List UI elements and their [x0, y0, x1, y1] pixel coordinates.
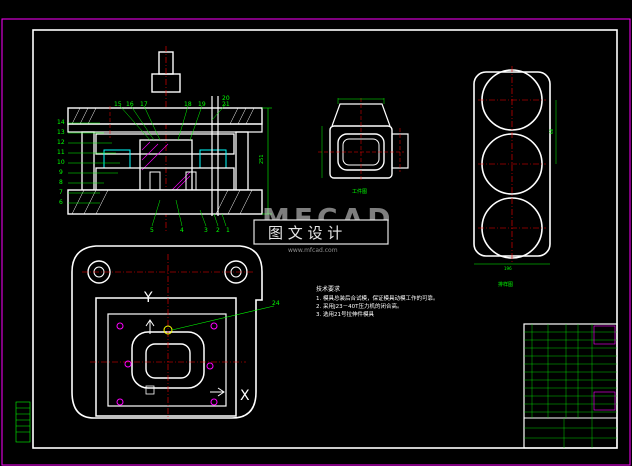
part-no-7: 7	[59, 189, 63, 196]
part-no-20: 20	[222, 95, 230, 102]
y-axis-arrow	[145, 319, 155, 334]
part-no-13: 13	[57, 129, 65, 136]
die-base-outline	[71, 245, 263, 419]
watermark-url: www.mfcad.com	[288, 247, 338, 254]
watermark: MFCAD 图 文 设 计 www.mfcad.com	[253, 202, 390, 254]
part-no-18: 18	[184, 101, 192, 108]
part-no-15: 15	[114, 101, 122, 108]
part-no-9: 9	[59, 169, 63, 176]
callout-number: 24	[272, 300, 280, 307]
sheet-outer-border	[1, 18, 631, 466]
tech-req-title: 技术要求	[316, 285, 340, 293]
technical-requirements: 技术要求 1. 模具总装后合试模，保证模具动模工作的可靠。 2. 采用J23－4…	[316, 285, 439, 318]
workpiece-label: 工件图	[352, 188, 367, 195]
binding-strip	[15, 401, 31, 443]
drawing-frame	[32, 29, 618, 449]
part-no-8: 8	[59, 179, 63, 186]
lower-plate	[67, 189, 263, 215]
watermark-text: 图 文 设 计	[268, 224, 342, 242]
tech-req-item: 1. 模具总装后合试模，保证模具动模工作的可靠。	[316, 294, 439, 302]
part-no-2: 2	[216, 227, 220, 234]
part-no-17: 17	[140, 101, 148, 108]
tech-req-item: 2. 采用J23－40T压力机的闭合高。	[316, 302, 402, 310]
part-no-10: 10	[57, 159, 65, 166]
part-no-14: 14	[57, 119, 65, 126]
part-no-1: 1	[226, 227, 230, 234]
part-no-6: 6	[59, 199, 63, 206]
blank-layout-view: 68 196 排样图	[473, 66, 557, 288]
part-no-21: 21	[222, 101, 230, 108]
plan-view: Y X 24	[71, 245, 280, 420]
part-no-3: 3	[204, 227, 208, 234]
tech-req-item: 3. 选用21号拉伸件模具	[316, 310, 374, 318]
upper-plate	[67, 107, 263, 125]
title-block	[523, 323, 618, 449]
part-no-12: 12	[57, 139, 65, 146]
svg-text:196: 196	[504, 266, 512, 271]
x-axis-label: X	[240, 388, 250, 404]
part-no-19: 19	[198, 101, 206, 108]
workpiece-view: 工件图	[318, 98, 409, 195]
part-no-16: 16	[126, 101, 134, 108]
svg-text:68: 68	[549, 128, 554, 134]
part-no-4: 4	[180, 227, 184, 234]
hatch-upper	[71, 107, 255, 125]
blank-layout-label: 排样图	[498, 281, 513, 288]
x-axis-arrow	[210, 387, 225, 397]
section-view: 251 15 16 17 18 19 20 21 14 13 12 11 10 …	[57, 46, 272, 234]
leader-lines	[68, 103, 227, 204]
part-no-5: 5	[150, 227, 154, 234]
svg-text:251: 251	[259, 154, 265, 164]
y-axis-label: Y	[143, 290, 153, 306]
die-plate	[95, 297, 237, 417]
callout-leader	[171, 305, 275, 331]
part-no-11: 11	[57, 149, 65, 156]
